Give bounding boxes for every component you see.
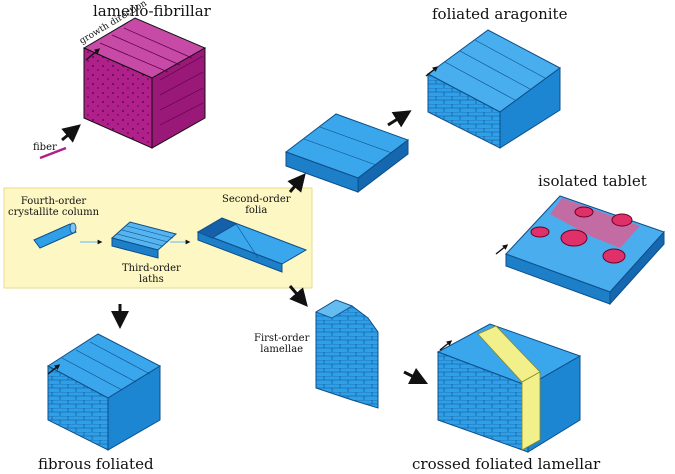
title-lamello-fibrillar: lamello-fibrillar [93,2,211,20]
foliated-aragonite-block [427,29,561,149]
arrow-to-lamello [61,124,81,143]
growth-arrow-crossed [439,340,453,351]
label-second-order: Second-order folia [222,194,291,216]
label-third-order: Third-order laths [122,263,181,285]
growth-direction-arrow [85,48,101,61]
title-crossed-foliated-lamellar: crossed foliated lamellar [412,455,601,473]
arrow-to-upper-slab [287,173,306,193]
second-order-folia-slab [196,217,308,273]
first-order-lamellae-block [315,299,379,409]
growth-arrow-foliated [425,66,439,77]
arrow-to-foliated [387,110,412,128]
growth-arrow-fibrous [47,364,61,375]
label-fourth-order: Fourth-order crystallite column [8,196,100,218]
fibrous-foliated-block [47,333,162,451]
crossed-foliated-block [436,323,582,453]
label-fiber: fiber [33,142,57,153]
crystallite-column [33,222,77,249]
fiber-line [39,146,67,160]
lamello-fibrillar-block [82,17,207,149]
arrow-to-crossed [403,367,429,385]
title-isolated-tablet: isolated tablet [538,172,647,190]
laths-block [110,221,178,259]
upper-folia-slab [284,113,410,194]
isolated-tablet-block [505,195,665,306]
growth-arrow-tablet [495,244,509,255]
title-foliated-aragonite: foliated aragonite [432,5,568,23]
arrow-to-lamellae [288,285,308,307]
title-fibrous-foliated: fibrous foliated [38,455,154,473]
label-first-order: First-order lamellae [254,333,310,355]
